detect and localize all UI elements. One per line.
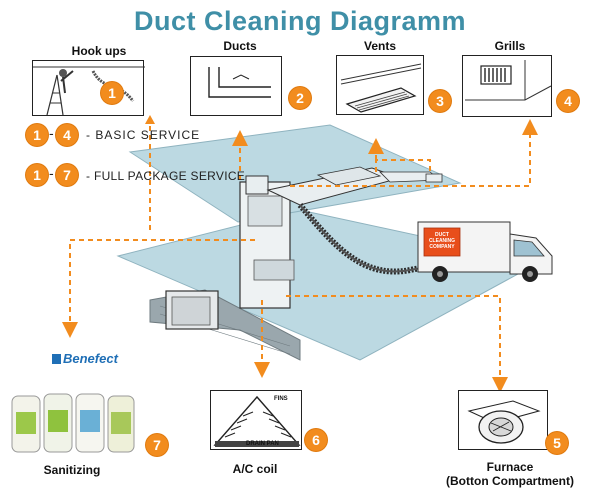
basic-to-badge: 4 [56, 124, 78, 146]
full-service-label: - FULL PACKAGE SERVICE [86, 169, 246, 183]
service-truck [417, 221, 553, 282]
full-service-text: FULL PACKAGE SERVICE [93, 169, 246, 183]
hookups-picture [32, 60, 145, 116]
step-1-badge: 1 [101, 82, 123, 104]
basic-range-dash: - [49, 125, 54, 141]
ladder-worker-icon [33, 66, 145, 116]
ducts-picture [190, 56, 282, 116]
page-title: Duct Cleaning Diagramm [133, 6, 467, 36]
ac-coil-icon [213, 395, 301, 447]
floor-vent-icon [340, 63, 422, 113]
full-from-badge: 1 [26, 164, 48, 186]
brand-name: Benefect [63, 351, 118, 366]
step-7-badge: 7 [146, 434, 168, 456]
truck-side-text: DUCT CLEANING COMPANY [428, 232, 456, 250]
vents-label: Vents [363, 39, 396, 53]
step-5-badge: 5 [546, 432, 568, 454]
benefect-logo: Benefect [52, 351, 118, 366]
hookups-label: Hook ups [71, 44, 127, 58]
duct-joint-icon [208, 67, 271, 98]
basic-service-text: BASIC SERVICE [95, 128, 201, 142]
step-4-badge: 4 [557, 90, 579, 112]
vents-picture [336, 55, 424, 115]
drain-pan-label: DRAIN PAN [246, 441, 279, 447]
wall-grill-icon [465, 60, 552, 101]
sanitizing-label: Sanitizing [43, 463, 101, 477]
furnace-sublabel: (Botton Compartment) [446, 474, 574, 488]
fins-label: FINS [274, 396, 288, 402]
step-6-badge: 6 [305, 429, 327, 451]
ac-coil-picture [210, 390, 302, 450]
step-2-badge: 2 [289, 87, 311, 109]
full-range-dash: - [49, 165, 54, 181]
benefect-logo-mark-icon [52, 354, 61, 364]
grills-label: Grills [494, 39, 526, 53]
ac-coil-label: A/C coil [232, 462, 278, 476]
blower-fan-icon [467, 400, 541, 444]
furnace-picture [458, 390, 548, 450]
basic-from-badge: 1 [26, 124, 48, 146]
basic-service-label: - BASIC SERVICE [86, 128, 201, 142]
sanitizer-bottles-picture [11, 393, 135, 453]
step-3-badge: 3 [429, 90, 451, 112]
ducts-label: Ducts [223, 39, 257, 53]
full-to-badge: 7 [56, 164, 78, 186]
furnace-label: Furnace [486, 460, 534, 474]
grills-picture [462, 55, 552, 117]
